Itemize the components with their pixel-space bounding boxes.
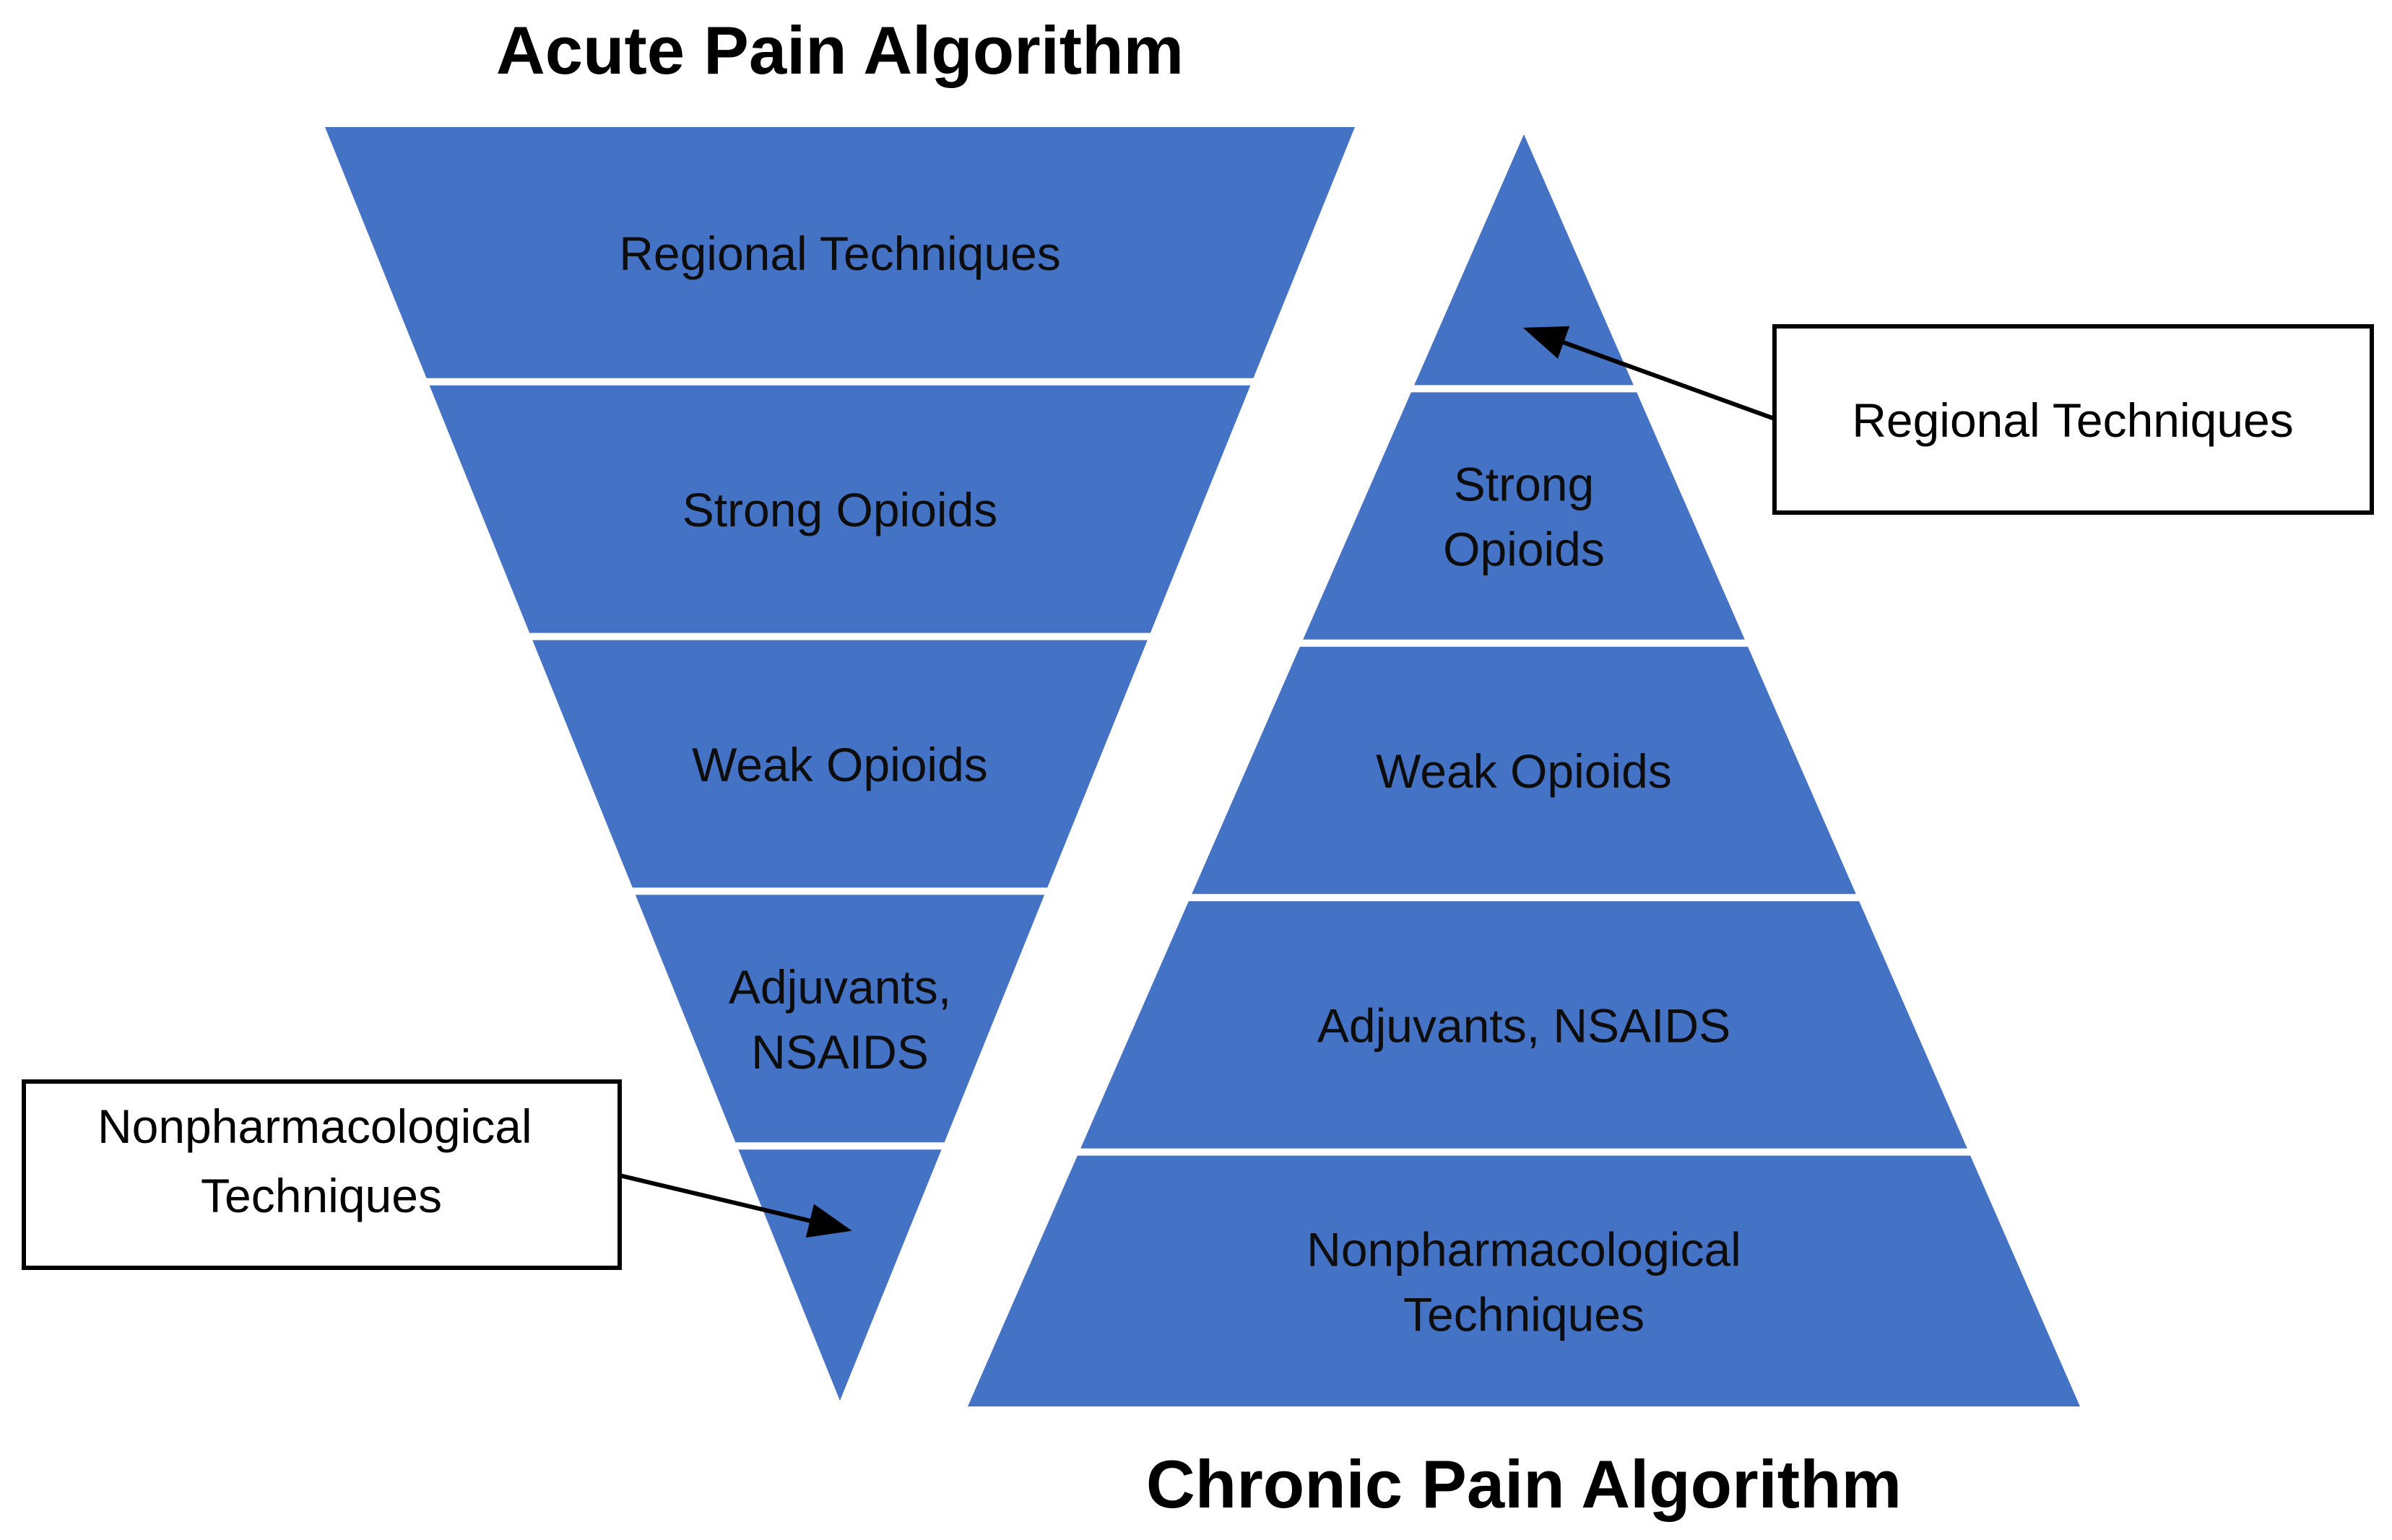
acute-tier-2-label: Weak Opioids bbox=[692, 738, 988, 791]
acute-callout: Nonpharmacological Techniques bbox=[22, 1079, 852, 1270]
chronic-tier-0 bbox=[1414, 134, 1634, 386]
acute-tier-3 bbox=[635, 895, 1045, 1143]
chronic-callout-arrow bbox=[1522, 326, 1776, 421]
chronic-tier-3-label: Adjuvants, NSAIDS bbox=[1317, 999, 1730, 1052]
acute-title: Acute Pain Algorithm bbox=[496, 12, 1184, 88]
chronic-tier-1-label: Opioids bbox=[1443, 523, 1605, 576]
chronic-tier-1 bbox=[1303, 392, 1745, 640]
acute-tier-1-label: Strong Opioids bbox=[682, 483, 998, 536]
chronic-title: Chronic Pain Algorithm bbox=[1146, 1446, 1902, 1522]
acute-callout-line: Techniques bbox=[201, 1169, 442, 1222]
chronic-callout-line: Regional Techniques bbox=[1852, 393, 2294, 447]
chronic-tier-4 bbox=[968, 1155, 2080, 1406]
acute-tier-3-label: NSAIDS bbox=[751, 1025, 929, 1079]
chronic-tier-2 bbox=[1192, 646, 1856, 895]
acute-tier-1 bbox=[429, 385, 1251, 633]
chronic-tier-2-label: Weak Opioids bbox=[1376, 744, 1672, 798]
chronic-tier-1-label: Strong bbox=[1454, 458, 1594, 511]
acute-tier-3-label: Adjuvants, bbox=[729, 960, 951, 1014]
chronic-tier-4-label: Nonpharmacological bbox=[1306, 1222, 1741, 1276]
acute-tier-0 bbox=[325, 127, 1355, 378]
chronic-callout: Regional Techniques bbox=[1522, 324, 2374, 515]
chronic-callout-label: Regional Techniques bbox=[1852, 393, 2294, 447]
chronic-tier-4-label: Techniques bbox=[1403, 1287, 1644, 1341]
acute-callout-line: Nonpharmacological bbox=[98, 1100, 532, 1153]
chronic-tier-3 bbox=[1080, 901, 1967, 1149]
chronic-callout-box bbox=[1772, 324, 2374, 515]
acute-tier-2 bbox=[532, 640, 1148, 888]
acute-callout-label: Nonpharmacological Techniques bbox=[98, 1100, 545, 1222]
acute-tier-0-label: Regional Techniques bbox=[619, 227, 1061, 280]
acute-callout-box bbox=[22, 1079, 622, 1270]
acute-tier-4 bbox=[738, 1149, 942, 1401]
acute-callout-arrow bbox=[619, 1173, 852, 1238]
